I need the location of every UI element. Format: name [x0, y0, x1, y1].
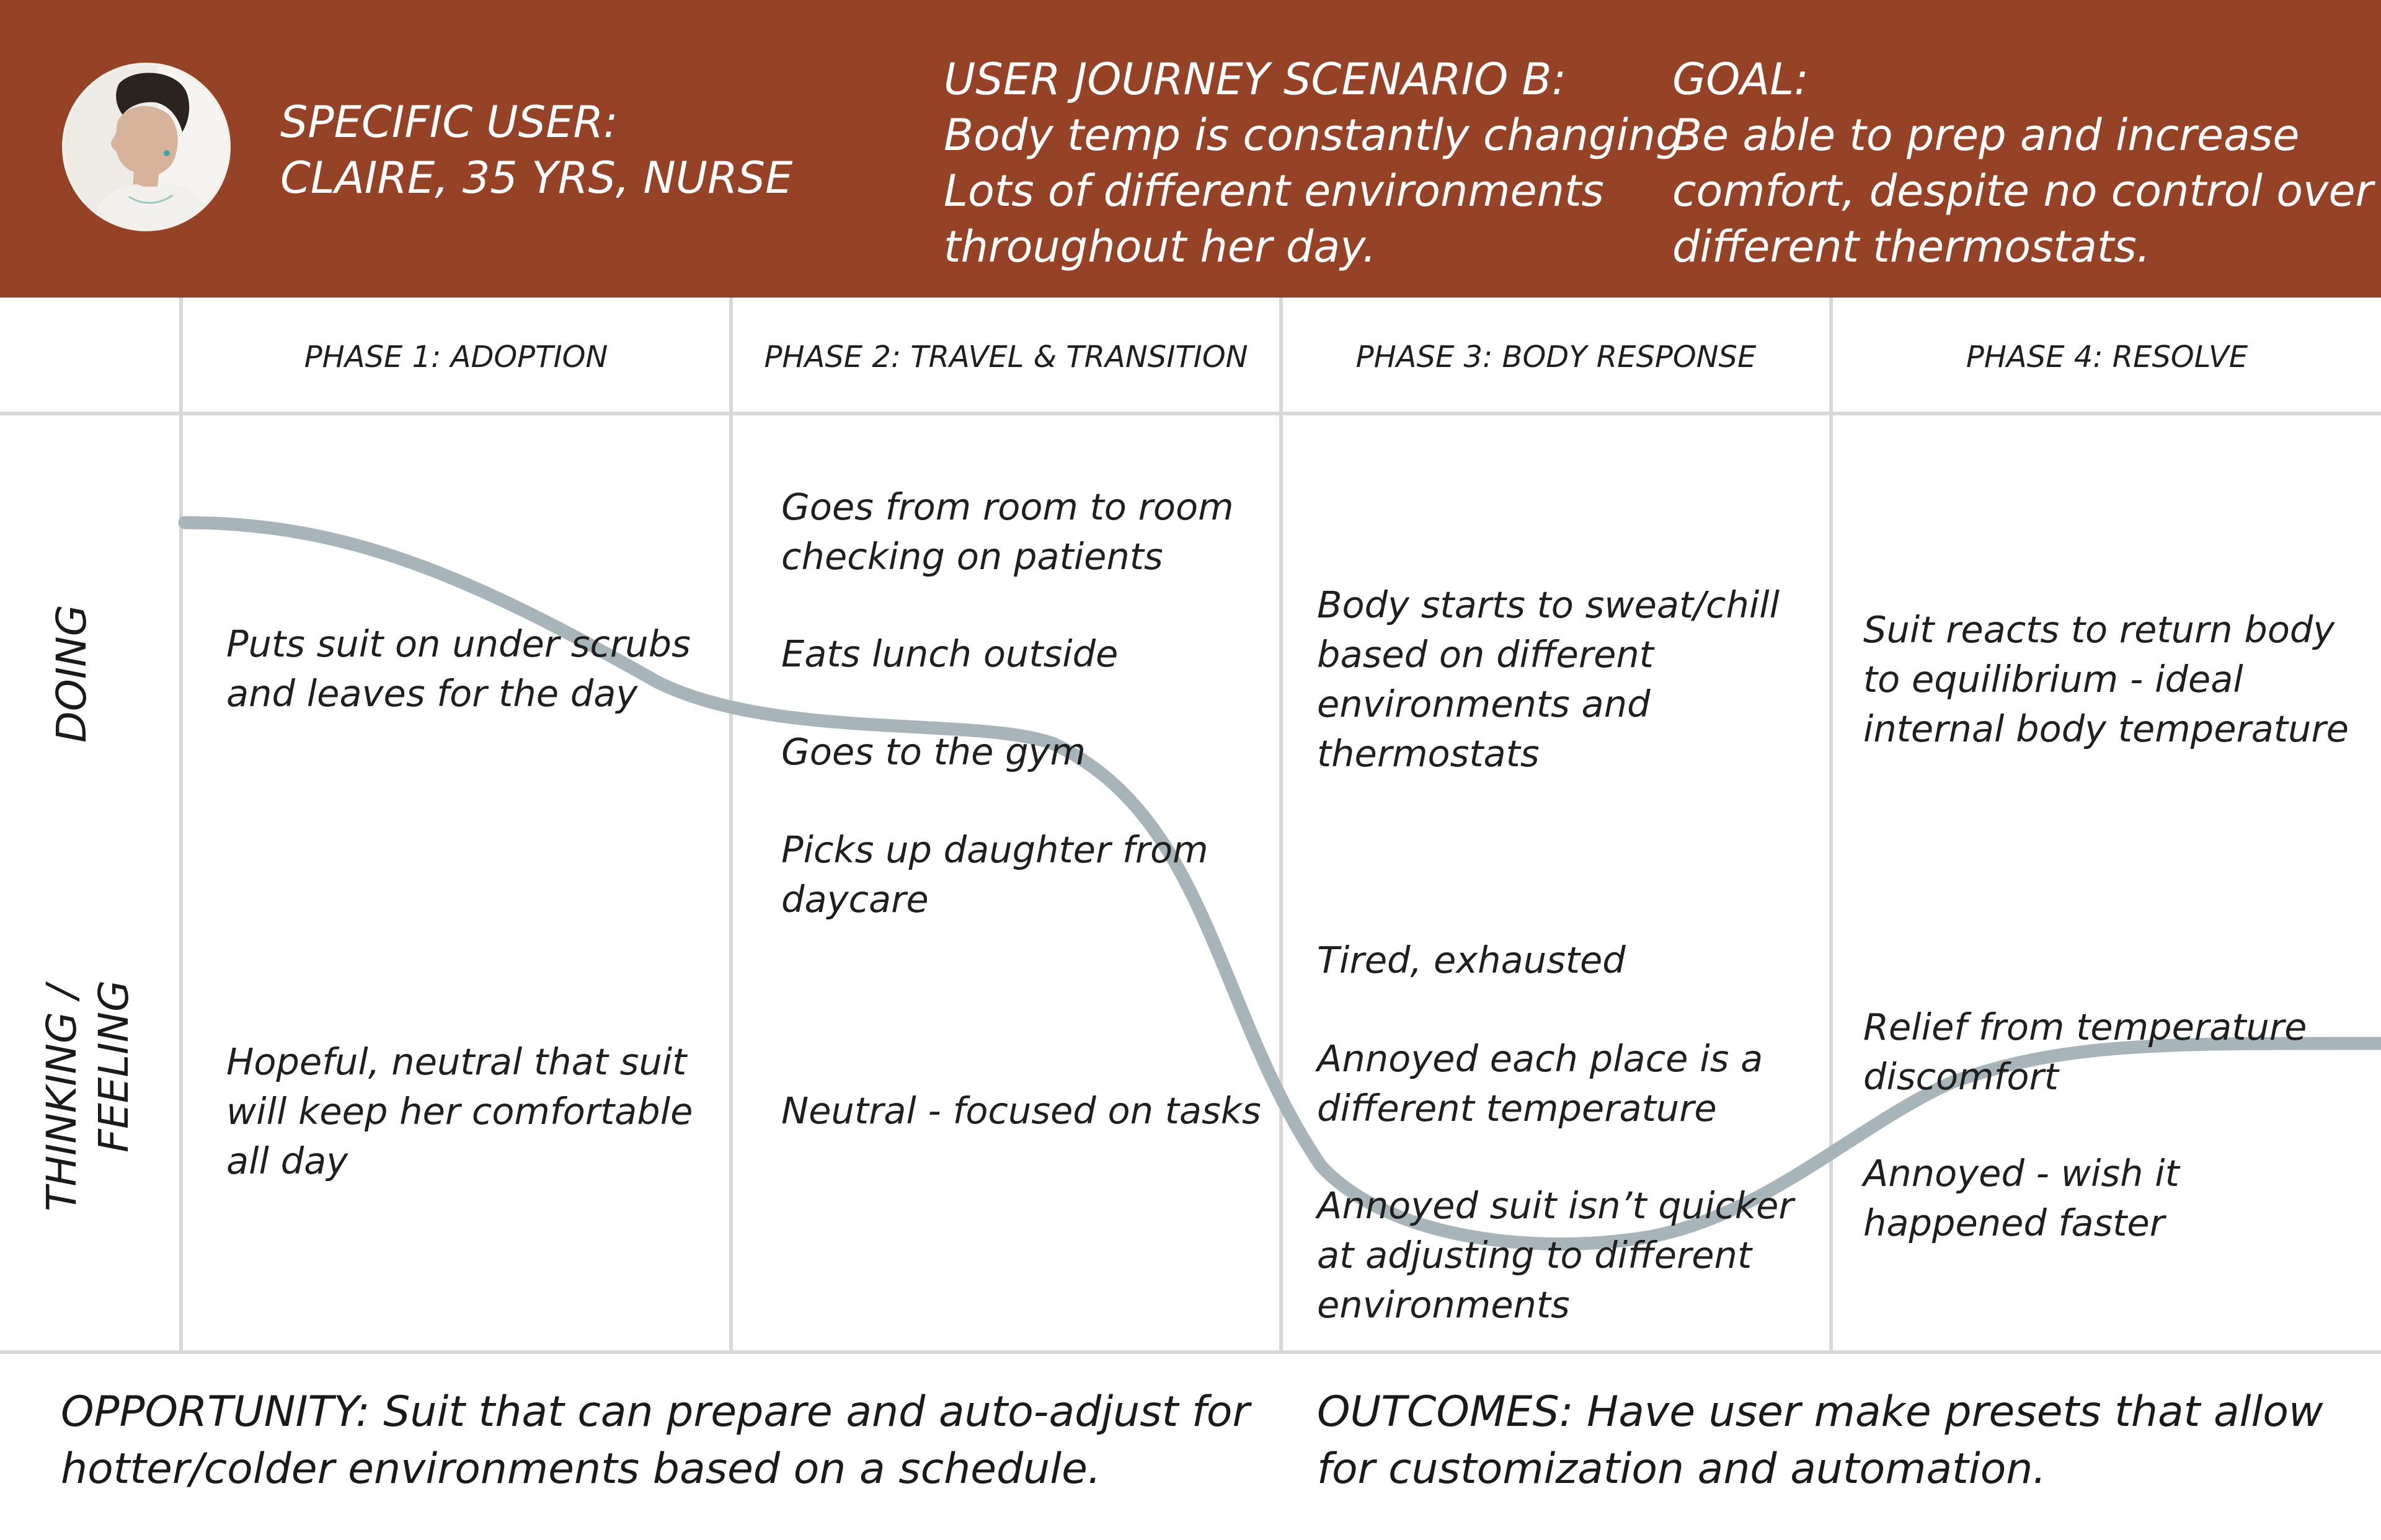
text-line: Hopeful, neutral that suit [226, 1040, 687, 1083]
feeling-phase1-text: Hopeful, neutral that suit will keep her… [226, 1037, 693, 1186]
opportunity-text: OPPORTUNITY: Suit that can prepare and a… [61, 1384, 1249, 1498]
feeling-phase3-annoyed-suit-text: Annoyed suit isn’t quicker at adjusting … [1317, 1181, 1794, 1330]
scenario-line: Lots of different environments [944, 166, 1604, 216]
doing-phase1-text: Puts suit on under scrubs and leaves for… [226, 619, 691, 719]
text-line: at adjusting to different [1317, 1234, 1752, 1277]
text-line: happened faster [1863, 1201, 2165, 1244]
doing-phase2-rooms-text: Goes from room to room checking on patie… [781, 482, 1234, 582]
text-line: Relief from temperature [1863, 1006, 2307, 1048]
text-line: different temperature [1317, 1087, 1717, 1130]
doing-phase2-lunch-text: Eats lunch outside [781, 629, 1118, 679]
text-line: Body starts to sweat/chill [1317, 583, 1780, 626]
phase-3-label: PHASE 3: BODY RESPONSE [1355, 340, 1757, 374]
text-line: internal body temperature [1863, 707, 2349, 750]
feeling-phase4-annoyed-text: Annoyed - wish it happened faster [1863, 1149, 2179, 1248]
user-portrait-icon [64, 65, 228, 229]
text-line: Puts suit on under scrubs [226, 622, 691, 665]
text-line: to equilibrium - ideal [1863, 658, 2243, 701]
phase-2-label: PHASE 2: TRAVEL & TRANSITION [764, 340, 1248, 374]
goal-line: Be able to prep and increase [1672, 110, 2300, 161]
text-line: Goes from room to room [781, 485, 1234, 528]
text-line: based on different [1317, 633, 1654, 676]
text-line: environments and [1317, 683, 1651, 725]
text-line: checking on patients [781, 535, 1163, 578]
scenario-line: Body temp is constantly changing. [944, 110, 1697, 161]
thinking-feeling-row-label: THINKING / FEELING [36, 980, 140, 1211]
text-line: Neutral - focused on tasks [781, 1089, 1261, 1132]
feeling-label-line: FEELING [90, 980, 138, 1153]
text-line: and leaves for the day [226, 672, 638, 715]
doing-row-label: DOING [46, 594, 98, 743]
user-line: CLAIRE, 35 YRS, NURSE [280, 153, 793, 203]
text-line: discomfort [1863, 1055, 2059, 1098]
text-line: environments [1317, 1283, 1570, 1326]
text-line: OUTCOMES: Have user make presets that al… [1317, 1387, 2323, 1436]
scenario-line: USER JOURNEY SCENARIO B: [944, 54, 1567, 105]
text-line: Annoyed - wish it [1863, 1152, 2179, 1195]
feeling-phase4-relief-text: Relief from temperature discomfort [1863, 1002, 2307, 1102]
user-line: SPECIFIC USER: [280, 97, 618, 148]
phase-4-label: PHASE 4: RESOLVE [1966, 340, 2248, 374]
text-line: hotter/colder environments based on a sc… [61, 1445, 1101, 1494]
phase-1-label: PHASE 1: ADOPTION [304, 340, 608, 374]
user-avatar [62, 63, 231, 231]
doing-label-text: DOING [48, 604, 95, 743]
thinking-label-line: THINKING / [38, 985, 86, 1211]
text-line: OPPORTUNITY: Suit that can prepare and a… [61, 1387, 1250, 1436]
goal-line: comfort, despite no control over [1672, 166, 2374, 216]
text-line: all day [226, 1140, 348, 1182]
column-divider [1279, 298, 1283, 1354]
doing-phase4-text: Suit reacts to return body to equilibriu… [1863, 605, 2349, 754]
text-line: daycare [781, 878, 929, 921]
text-line: Goes to the gym [781, 730, 1086, 773]
goal-line: different thermostats. [1672, 221, 2151, 272]
doing-phase3-text: Body starts to sweat/chill based on diff… [1317, 580, 1780, 779]
doing-phase2-daycare-text: Picks up daughter from daycare [781, 825, 1208, 924]
text-line: Annoyed each place is a [1317, 1037, 1763, 1080]
text-line: Annoyed suit isn’t quicker [1317, 1184, 1794, 1227]
outcomes-text: OUTCOMES: Have user make presets that al… [1317, 1384, 2323, 1498]
specific-user-block: SPECIFIC USER: CLAIRE, 35 YRS, NURSE [280, 94, 792, 206]
goal-block: GOAL: Be able to prep and increase comfo… [1672, 51, 2373, 275]
text-line: for customization and automation. [1317, 1445, 2047, 1494]
text-line: Suit reacts to return body [1863, 608, 2335, 651]
text-line: Eats lunch outside [781, 632, 1119, 675]
text-line: Tired, exhausted [1317, 939, 1626, 981]
doing-phase2-gym-text: Goes to the gym [781, 727, 1086, 777]
column-divider [179, 298, 183, 1354]
goal-line: GOAL: [1672, 54, 1809, 105]
scenario-block: USER JOURNEY SCENARIO B: Body temp is co… [944, 51, 1697, 275]
text-line: Picks up daughter from [781, 828, 1208, 871]
column-divider [1829, 298, 1833, 1354]
feeling-phase3-tired-text: Tired, exhausted [1317, 936, 1626, 985]
text-line: thermostats [1317, 732, 1540, 775]
text-line: will keep her comfortable [226, 1090, 693, 1133]
feeling-phase3-annoyed-place-text: Annoyed each place is a different temper… [1317, 1034, 1763, 1133]
scenario-line: throughout her day. [944, 221, 1377, 272]
column-divider [729, 298, 733, 1354]
table-bottom-line [0, 1350, 2381, 1354]
phase-header-bottom-line [0, 412, 2381, 415]
header-banner: SPECIFIC USER: CLAIRE, 35 YRS, NURSE USE… [0, 0, 2381, 298]
feeling-phase2-text: Neutral - focused on tasks [781, 1086, 1261, 1136]
